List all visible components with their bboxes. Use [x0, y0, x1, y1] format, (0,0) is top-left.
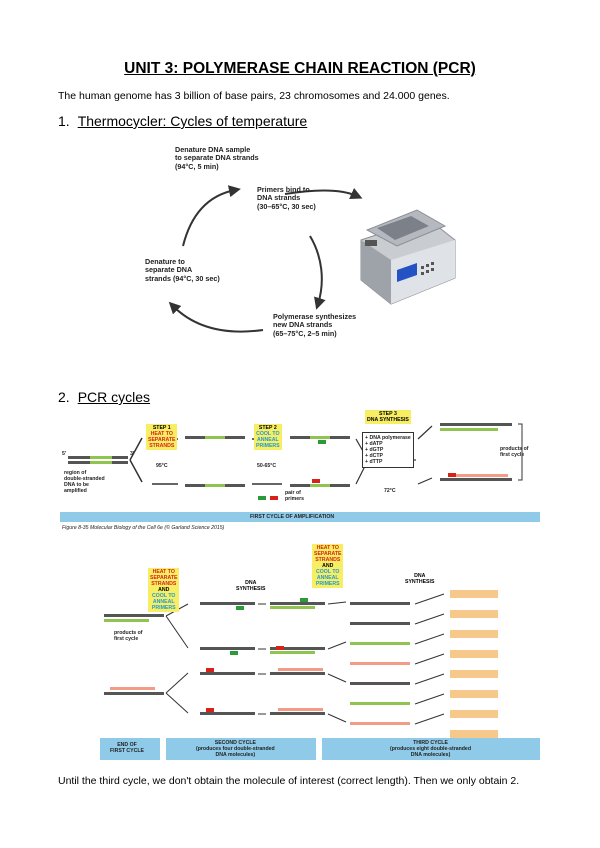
- cycle-step-polymerase: Polymerase synthesizes new DNA strands (…: [273, 312, 357, 338]
- second-cycle-label: SECOND CYCLE (produces four double-stran…: [196, 740, 275, 758]
- conclusion-text: Until the third cycle, we don't obtain t…: [58, 775, 520, 787]
- dna-5prime: 5′: [62, 451, 67, 457]
- section-1-heading: 1.Thermocycler: Cycles of temperature: [58, 113, 308, 129]
- products-first-cycle: products of first cycle: [114, 630, 143, 642]
- temp-1: 95°C: [156, 463, 168, 469]
- figure-caption: Figure 8-35 Molecular Biology of the Cel…: [62, 525, 225, 531]
- page-title: UNIT 3: POLYMERASE CHAIN REACTION (PCR): [124, 60, 476, 77]
- three-cycles-diagram: [100, 590, 540, 760]
- thermocycler-figure: Denature DNA sample to separate DNA stra…: [135, 138, 460, 355]
- cycle-step-denature-sample: Denature DNA sample to separate DNA stra…: [175, 145, 259, 171]
- first-cycle-banner: FIRST CYCLE OF AMPLIFICATION: [250, 514, 335, 520]
- reagent-mix: + DNA polymerase + dATP + dGTP + dCTP + …: [362, 432, 414, 468]
- region-label: region of double-stranded DNA to be ampl…: [64, 470, 105, 494]
- temp-2: 50-65°C: [257, 463, 277, 469]
- cycle-step-denature: Denature to separate DNA strands (94°C, …: [145, 257, 220, 283]
- section-2-heading: 2.PCR cycles: [58, 389, 151, 405]
- intro-text: The human genome has 3 billion of base p…: [58, 90, 450, 102]
- end-first-cycle-label: END OF FIRST CYCLE: [110, 742, 145, 754]
- cycle-arrows: [168, 185, 363, 333]
- primers-label: pair of primers: [285, 490, 305, 502]
- products-label: products of first cycle: [500, 446, 529, 458]
- temp-3: 72°C: [384, 488, 396, 494]
- thermocycler-machine-icon: [360, 209, 456, 305]
- dna-3prime: 3′: [130, 451, 135, 457]
- cycle-step-primers-bind: Primers bind to DNA strands (30–65°C, 30…: [257, 185, 316, 211]
- third-cycle-label: THIRD CYCLE (produces eight double-stran…: [390, 740, 471, 758]
